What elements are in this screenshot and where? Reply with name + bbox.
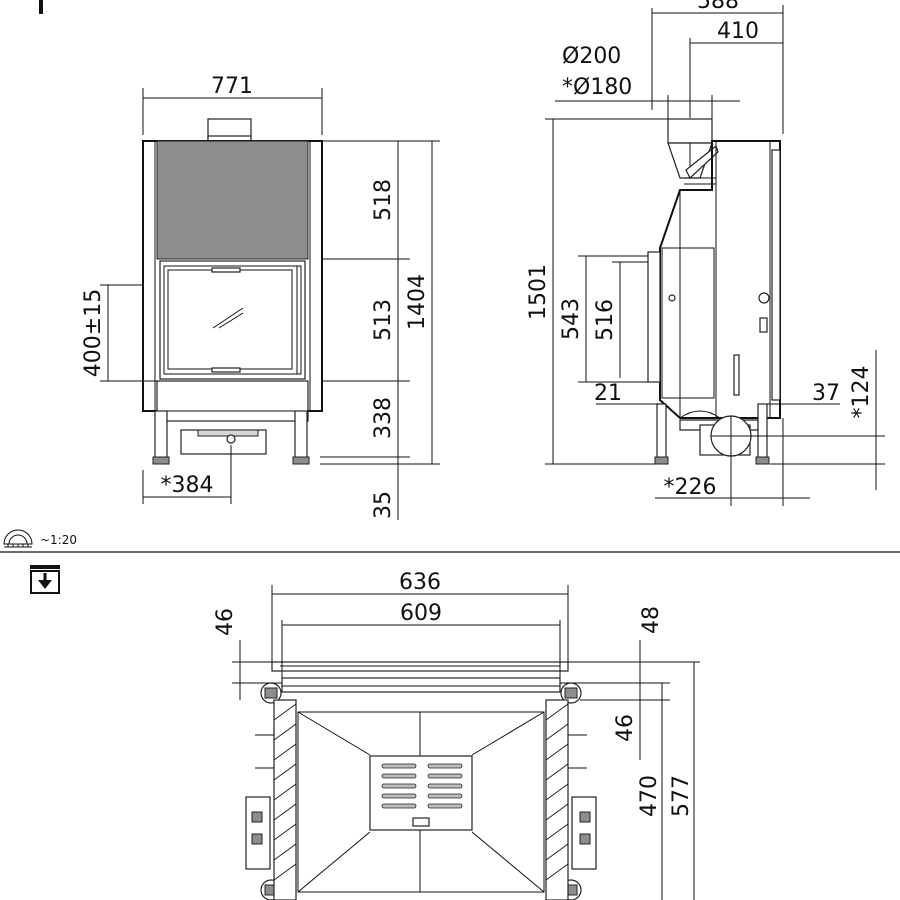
front-total-height-label: 1404 <box>405 274 430 330</box>
protractor-icon <box>3 529 33 548</box>
front-feet-height-label: 35 <box>371 491 396 519</box>
flue-diameter-alt-label: *Ø180 <box>562 75 632 100</box>
side-total-height-label: 1501 <box>526 264 551 320</box>
hearth-height-label: 400±15 <box>81 289 106 377</box>
scale-label: ~1:20 <box>40 533 77 547</box>
front-view-dimensions: 771 518 513 338 35 1404 400±15 *384 <box>81 74 440 520</box>
side-view <box>647 118 781 465</box>
air-inlet-height-label: *124 <box>849 366 874 419</box>
front-lower-height-label: 338 <box>371 397 396 439</box>
back-offset-label: 37 <box>812 381 840 406</box>
door-base-label: 21 <box>594 381 622 406</box>
side-depth-label: 588 <box>697 0 739 14</box>
side-door-inner-height-label: 516 <box>593 299 618 341</box>
top-view <box>245 661 597 900</box>
side-frame-label: 46 <box>613 714 638 742</box>
inner-depth-label: 470 <box>637 775 662 817</box>
top-frame-label: 48 <box>639 606 664 634</box>
front-view <box>142 118 323 465</box>
side-door-outer-height-label: 543 <box>559 298 584 340</box>
top-view-icon <box>30 565 60 594</box>
flue-diameter-label: Ø200 <box>562 44 621 69</box>
side-view-dimensions: 588 410 Ø200 *Ø180 1501 543 516 21 37 <box>526 0 885 506</box>
front-width-label: 771 <box>211 74 253 99</box>
flue-offset-label: 410 <box>717 19 759 44</box>
duct-offset-label: *384 <box>161 473 214 498</box>
top-view-dimensions: 636 609 46 48 46 470 577 <box>213 570 700 900</box>
top-outer-width-label: 636 <box>399 570 441 595</box>
front-frame-label: 46 <box>213 608 238 636</box>
top-inner-width-label: 609 <box>400 601 442 626</box>
front-door-height-label: 513 <box>371 299 396 341</box>
outer-depth-label: 577 <box>669 775 694 817</box>
front-upper-height-label: 518 <box>371 179 396 221</box>
front-view-marker-icon <box>39 0 43 14</box>
air-inlet-offset-label: *226 <box>664 475 717 500</box>
